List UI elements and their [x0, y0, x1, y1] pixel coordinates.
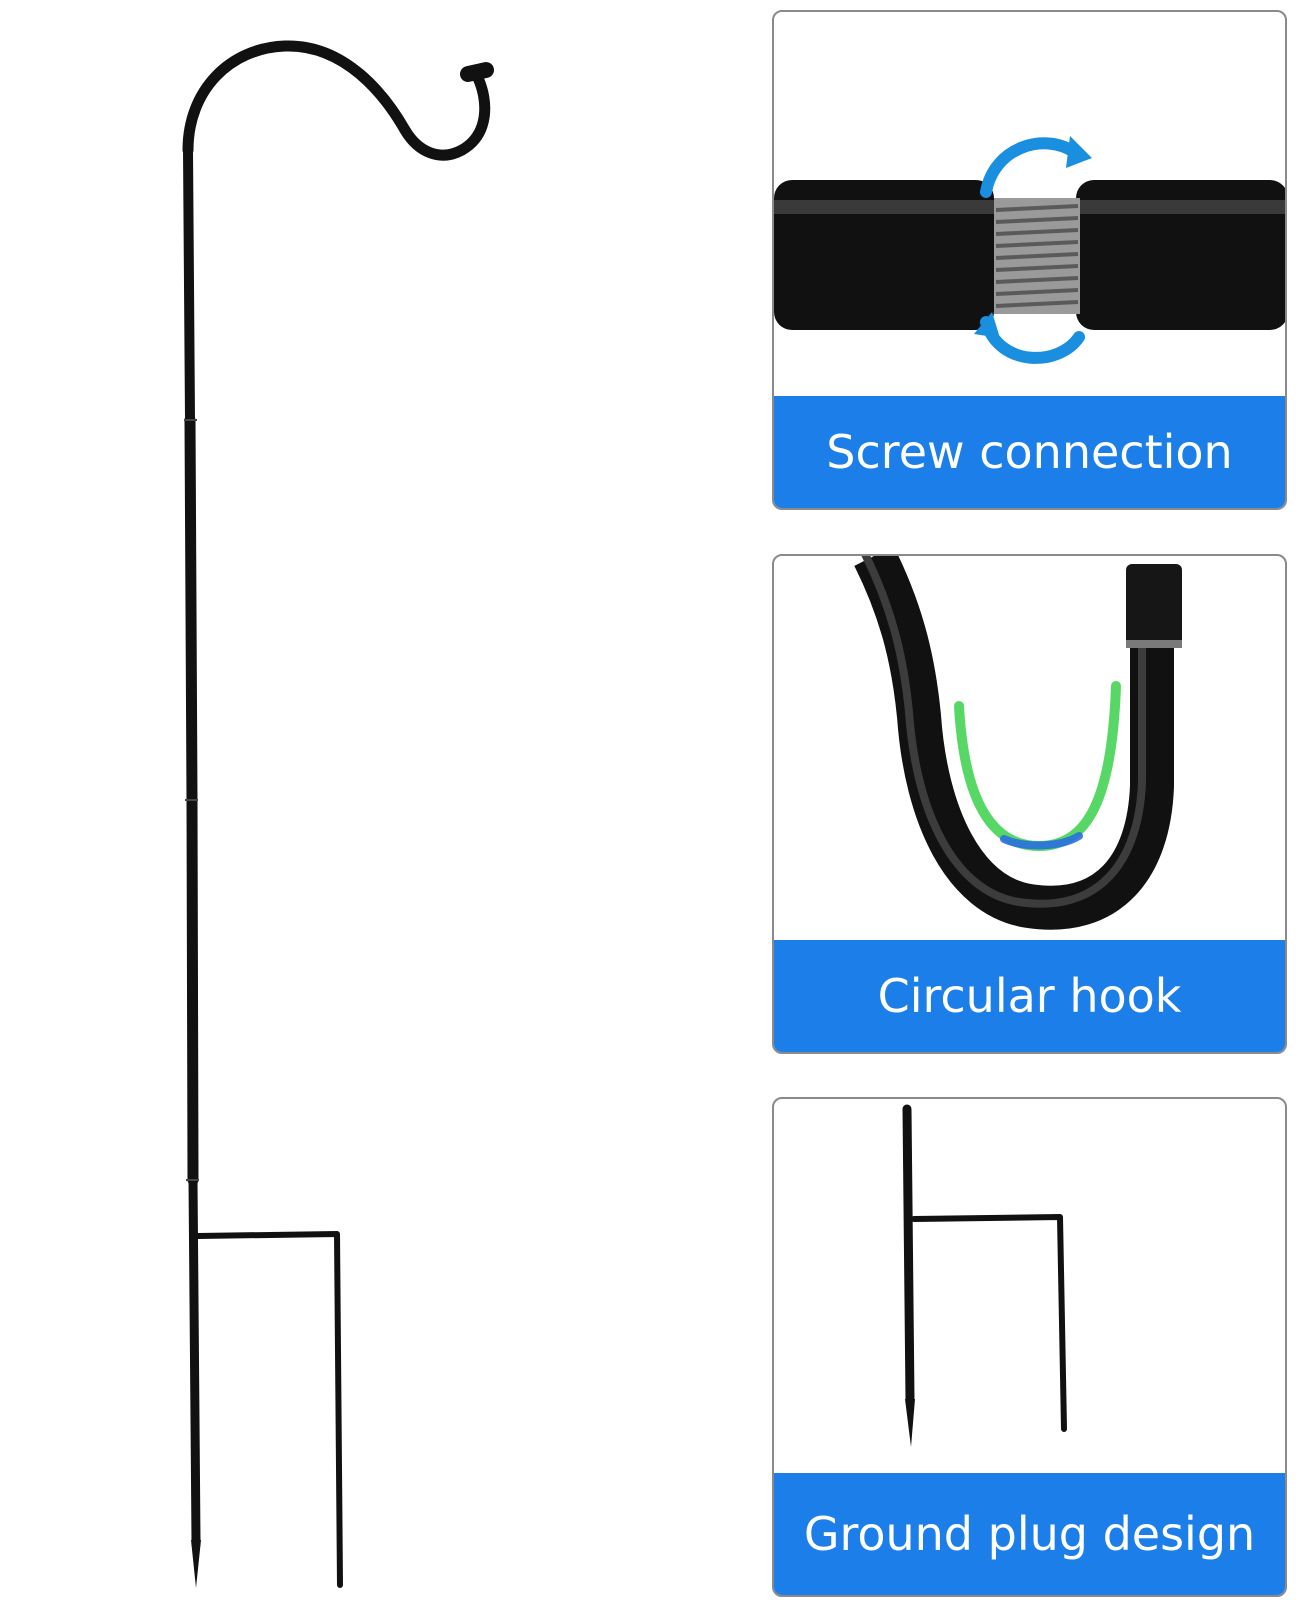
- caption-bar: Circular hook: [774, 940, 1285, 1052]
- ground-stake-icon: [902, 1104, 1067, 1447]
- screw-joint-icon: [774, 136, 1285, 364]
- caption-screw-connection: Screw connection: [826, 425, 1233, 479]
- caption-circular-hook: Circular hook: [877, 969, 1182, 1023]
- shepherd-hook-image: [182, 40, 494, 1588]
- caption-ground-plug-design: Ground plug design: [803, 1507, 1256, 1561]
- curved-hook-icon: [854, 556, 1182, 930]
- feature-panel-circular-hook: Circular hook: [772, 554, 1287, 1054]
- caption-bar: Ground plug design: [774, 1473, 1285, 1595]
- feature-panel-screw-connection: Screw connection: [772, 10, 1287, 510]
- feature-panel-ground-plug: Ground plug design: [772, 1097, 1287, 1597]
- caption-bar: Screw connection: [774, 396, 1285, 508]
